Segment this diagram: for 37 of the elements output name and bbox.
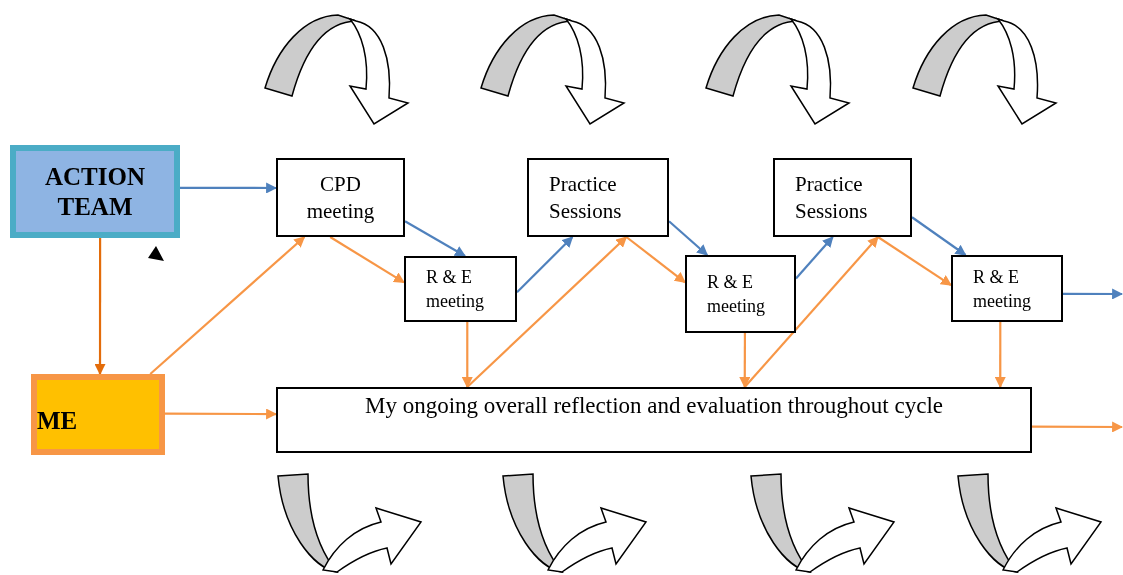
node-label: CPD meeting <box>305 170 376 225</box>
arrow <box>877 236 952 287</box>
process-box <box>276 387 1032 453</box>
arrow <box>911 216 967 256</box>
process-box <box>276 158 405 237</box>
process-box <box>773 158 912 237</box>
arrow <box>795 236 834 280</box>
arrow <box>1063 288 1123 300</box>
arrow <box>329 236 405 284</box>
node-label: Practice Sessions <box>795 170 869 225</box>
arrow <box>94 238 106 376</box>
arrow <box>739 333 751 389</box>
arrow <box>994 322 1006 389</box>
node-label: ACTION TEAM <box>44 161 146 222</box>
node-label: ME <box>37 405 78 436</box>
node-label: R & E meeting <box>973 265 1032 313</box>
arrow <box>165 408 278 420</box>
node-label: My ongoing overall reflection and evaluation throughout cycle <box>365 392 943 420</box>
node-label: Practice Sessions <box>549 170 623 225</box>
arrow <box>1032 421 1123 433</box>
process-box <box>951 255 1063 322</box>
arrow <box>466 236 628 388</box>
node-label: R & E meeting <box>426 266 485 313</box>
process-box <box>527 158 669 237</box>
process-box <box>404 256 517 322</box>
arrow <box>743 236 879 388</box>
team-box <box>10 145 180 238</box>
arrow <box>516 236 574 294</box>
arrow <box>625 236 686 284</box>
arrow <box>404 220 466 257</box>
arrow <box>668 220 708 256</box>
node-label: R & E meeting <box>707 271 766 318</box>
self-box <box>31 374 165 455</box>
arrow <box>461 322 473 389</box>
process-box <box>685 255 796 333</box>
arrow <box>180 182 278 194</box>
arrow <box>149 236 306 375</box>
